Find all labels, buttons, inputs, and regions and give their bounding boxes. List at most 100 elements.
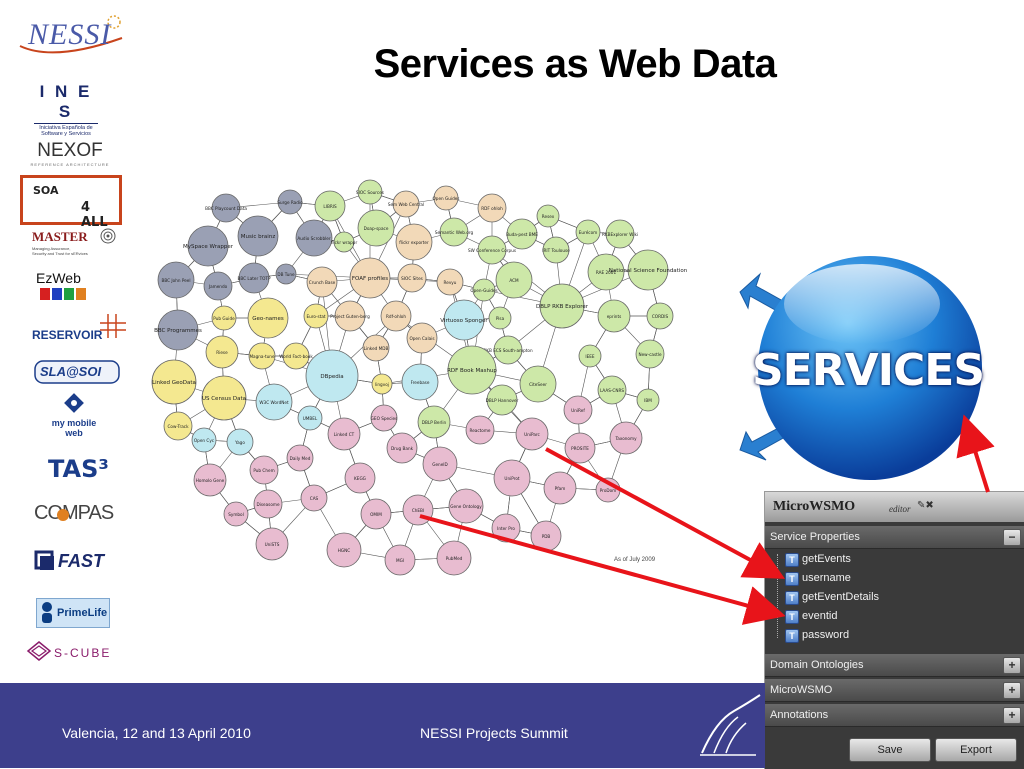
graph-node-label: KEGG — [354, 476, 366, 481]
graph-node-n14 — [333, 231, 355, 253]
expand-icon[interactable]: + — [1003, 707, 1021, 724]
section-annotations[interactable]: Annotations + — [765, 704, 1024, 727]
graph-node-n37 — [443, 299, 485, 341]
graph-node-label: SIOC Sites — [401, 276, 423, 281]
section-microwsmo[interactable]: MicroWSMO + — [765, 679, 1024, 702]
services-globe-highlight — [784, 264, 940, 344]
graph-node-label: flickr exporter — [399, 240, 429, 245]
scube-logo-text: S-CUBE — [54, 646, 112, 660]
tree-item-label: getEvents — [802, 553, 851, 565]
graph-node-label: Music brainz — [241, 234, 276, 240]
graph-node-n76 — [386, 432, 418, 464]
graph-node-n88 — [360, 498, 392, 530]
graph-node-label: IEEE — [585, 354, 595, 359]
graph-node-label: DBpedia — [320, 374, 343, 380]
type-t-icon: T — [785, 629, 799, 643]
graph-node-n49 — [248, 342, 276, 370]
tree-item-label: eventid — [802, 610, 838, 622]
type-t-icon: T — [785, 591, 799, 605]
graph-node-label: Daily Med — [290, 456, 311, 461]
graph-node-label: Linked CT — [334, 432, 355, 437]
graph-node-label: UniParc — [524, 432, 540, 437]
graph-node-n28 — [587, 253, 625, 291]
editor-header-icons: ✎✖ — [917, 500, 934, 511]
graph-node-n57 — [371, 373, 393, 395]
reservoir-logo-text: RESERVOIR — [32, 328, 103, 342]
section-service-properties-label: Service Properties — [770, 531, 860, 543]
graph-node-label: RDF ohloh — [481, 206, 503, 211]
close-icon[interactable]: ✖ — [925, 500, 934, 511]
graph-node-label: PDB — [542, 534, 551, 539]
graph-node-n61 — [519, 365, 557, 403]
soa4all-logo-text-2: 4 ALL — [81, 200, 108, 230]
graph-node-n60 — [486, 384, 518, 416]
graph-node-n40 — [578, 344, 602, 368]
slide-footer: Valencia, 12 and 13 April 2010 NESSI Pro… — [0, 683, 765, 768]
graph-node-label: BBC Playcount Data — [205, 206, 247, 211]
slasoi-logo-text: SLA@SOI — [40, 364, 102, 379]
section-service-properties[interactable]: Service Properties − — [765, 526, 1024, 549]
tree-item-label: getEventDetails — [802, 591, 880, 603]
export-button[interactable]: Export — [935, 738, 1017, 762]
graph-node-label: Rdf-ohloh — [386, 314, 406, 319]
expand-icon[interactable]: + — [1003, 657, 1021, 674]
graph-node-n64 — [163, 411, 193, 441]
graph-node-label: Audio Scrobbler — [297, 236, 330, 241]
ines-subtitle-2: Software y Servicios — [41, 131, 91, 137]
ezweb-color-blocks-icon — [40, 288, 86, 300]
fast-box-icon — [34, 550, 54, 570]
graph-node-label: OMIM — [370, 512, 382, 517]
fast-logo-text: FAST — [58, 551, 105, 571]
master-logo-text: MASTER — [32, 229, 88, 244]
graph-node-n68 — [465, 415, 495, 445]
graph-node-n67 — [417, 405, 451, 439]
section-domain-ontologies-label: Domain Ontologies — [770, 659, 864, 671]
slasoi-badge-icon — [34, 360, 120, 384]
section-domain-ontologies[interactable]: Domain Ontologies + — [765, 654, 1024, 677]
graph-node-n55 — [305, 349, 359, 403]
graph-node-label: HGNC — [338, 548, 351, 553]
graph-node-label: Magna-tune — [249, 354, 275, 359]
graph-node-n42 — [597, 375, 627, 405]
graph-node-n15 — [306, 266, 338, 298]
graph-node-label: RAE 2001 — [596, 270, 617, 275]
graph-node-n11 — [157, 309, 199, 351]
graph-node-label: ChEBI — [412, 508, 424, 513]
graph-node-n92 — [255, 527, 289, 561]
graph-node-label: MGI — [396, 558, 404, 563]
graph-node-n47 — [334, 300, 366, 332]
graph-node-n63 — [255, 383, 293, 421]
pencil-icon[interactable]: ✎ — [917, 500, 926, 511]
nessi-logo-text: NESSI — [28, 18, 112, 51]
graph-node-n58 — [401, 363, 439, 401]
graph-node-n19 — [477, 193, 507, 223]
graph-node-n59 — [447, 345, 497, 395]
primelife-logo-text: PrimeLife — [57, 607, 108, 619]
graph-node-n30 — [605, 219, 635, 249]
tas3-logo: TAS³ — [48, 455, 109, 491]
services-label: SERVICES — [751, 345, 985, 396]
footer-location-date: Valencia, 12 and 13 April 2010 — [62, 725, 251, 741]
save-button[interactable]: Save — [849, 738, 931, 762]
graph-node-label: Inter Pro — [497, 526, 515, 531]
graph-node-label: Resex — [542, 214, 555, 219]
graph-node-n52 — [362, 334, 390, 362]
tree-guide-line — [777, 554, 779, 638]
graph-node-n34 — [539, 283, 585, 329]
graph-node-label: CiteSeer — [529, 382, 547, 387]
graph-node-n69 — [515, 417, 549, 451]
graph-node-n85 — [300, 484, 328, 512]
collapse-icon[interactable]: − — [1003, 529, 1021, 546]
graph-node-label: Symbol — [228, 512, 244, 517]
graph-node-n73 — [226, 428, 254, 456]
graph-node-n8 — [238, 262, 270, 294]
graph-node-label: Project Guten-berg — [330, 314, 370, 319]
graph-node-n13 — [357, 179, 383, 205]
nessi-logo: NESSI — [14, 12, 126, 58]
expand-icon[interactable]: + — [1003, 682, 1021, 699]
graph-node-n46 — [211, 305, 237, 331]
graph-node-label: IRIT Toulouse — [542, 248, 570, 253]
microwsmo-editor-panel: MicroWSMO editor ✎✖ Service Properties −… — [764, 491, 1024, 769]
graph-node-n1 — [211, 193, 241, 223]
